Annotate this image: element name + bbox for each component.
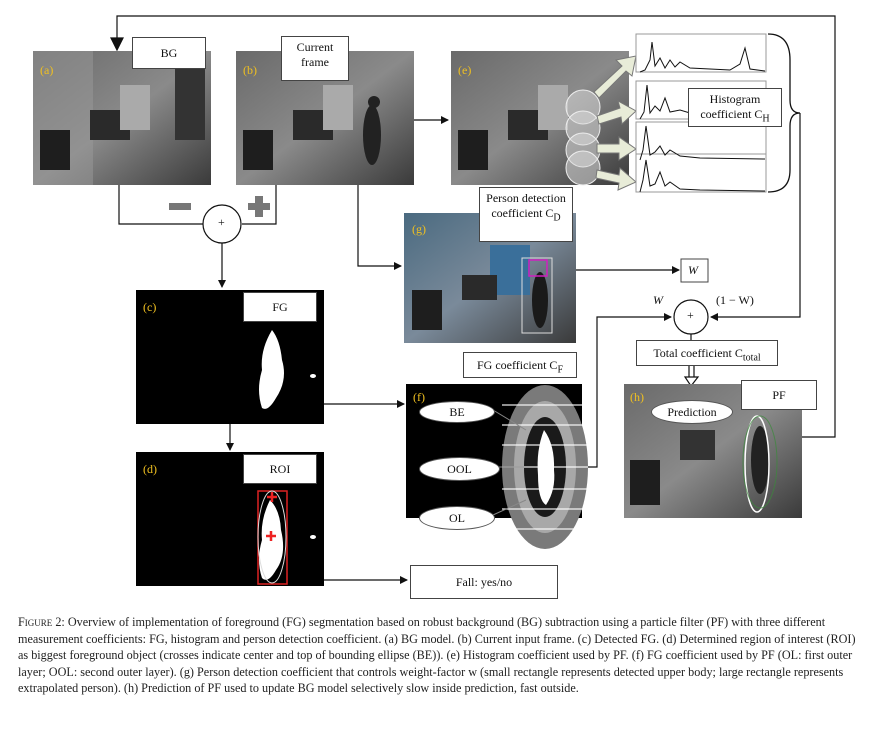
total-coef-sub: total — [742, 352, 761, 364]
w-box-label: W — [688, 263, 698, 277]
oval-ol: OL — [419, 506, 495, 530]
w-left-label: W — [653, 293, 663, 307]
panel-b-tag: (b) — [243, 63, 257, 77]
fg-coef-callout: FG coefficient CF — [463, 352, 577, 378]
person-detection-callout: Person detection coefficient CD — [479, 187, 573, 242]
total-coef-callout: Total coefficient Ctotal — [636, 340, 778, 366]
arrow-histogram-to-weighted-sum — [710, 113, 801, 321]
roi-callout: ROI — [243, 454, 317, 484]
bg-callout: BG — [132, 37, 206, 69]
oval-ool: OOL — [419, 457, 500, 481]
w-box — [680, 258, 709, 283]
feedback-loop-arrow — [110, 15, 836, 438]
fg-callout: FG — [243, 292, 317, 322]
figure-caption: Figure 2: Overview of implementation of … — [18, 614, 858, 697]
histogram-coef-label: Histogram coefficient C — [700, 92, 763, 121]
arrow-fgcoef-to-weighted-sum — [582, 313, 672, 468]
caption-text: Overview of implementation of foreground… — [18, 615, 856, 695]
oval-be: BE — [419, 401, 495, 423]
histogram-coef-sub: H — [762, 113, 770, 125]
w-right-label: (1 − W) — [716, 293, 754, 307]
histogram-coef-callout: Histogram coefficient CH — [688, 88, 782, 127]
caption-figure-label: Figure 2: — [18, 615, 65, 629]
panel-e-tag: (e) — [458, 63, 472, 77]
arrow-total-to-pf — [683, 365, 700, 388]
subtraction-connectors — [118, 185, 277, 225]
plus-symbol — [248, 196, 270, 217]
fg-coef-label: FG coefficient C — [477, 358, 558, 372]
histogram-charts — [635, 33, 767, 193]
panel-f-tag: (f) — [413, 390, 425, 404]
pf-callout: PF — [741, 380, 817, 410]
panel-a-bg-image — [33, 51, 211, 185]
histogram-arrows — [593, 55, 637, 191]
panel-g-tag: (g) — [412, 222, 426, 236]
fg-coef-sub: F — [557, 364, 563, 376]
panel-c-tag: (c) — [143, 300, 157, 314]
person-detection-label: Person detection coefficient C — [486, 191, 566, 220]
minus-symbol — [169, 203, 191, 210]
prediction-oval: Prediction — [651, 400, 733, 424]
panel-a-tag: (a) — [40, 63, 54, 77]
person-detection-sub: D — [553, 212, 561, 224]
panel-d-roi-image — [136, 452, 324, 586]
current-frame-callout: Current frame — [281, 36, 349, 81]
total-coef-label: Total coefficient C — [653, 346, 743, 360]
panel-d-tag: (d) — [143, 462, 157, 476]
sum-node-label: + — [218, 215, 225, 229]
current-frame-label: Current frame — [296, 40, 334, 69]
panel-b-frame-image — [236, 51, 414, 185]
weighted-sum-node-label: + — [687, 308, 694, 322]
oval-pointers — [492, 409, 527, 516]
arrow-frame-to-detection — [357, 185, 402, 270]
fall-output-box: Fall: yes/no — [410, 565, 558, 599]
pipeline-diagram — [33, 15, 836, 586]
panel-h-tag: (h) — [630, 390, 644, 404]
histogram-region-circles — [565, 89, 601, 186]
